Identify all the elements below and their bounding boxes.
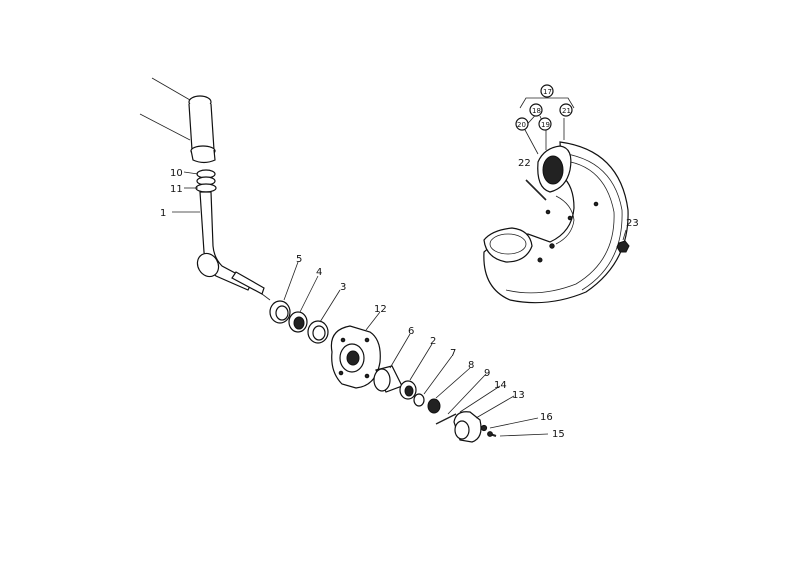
callout-18-circle	[529, 103, 543, 117]
callout-13: 13	[512, 390, 525, 401]
brake-backing-plate	[483, 92, 630, 304]
callout-7: 7	[450, 348, 456, 359]
callout-8: 8	[468, 360, 474, 371]
callout-16: 16	[540, 412, 553, 423]
callout-labels: 1 10 11 5 4 3 12 6 2 7 8 9 14 13 16 15 2…	[160, 84, 639, 440]
callout-19-circle	[538, 117, 552, 131]
callout-2: 2	[430, 336, 436, 347]
callout-12: 12	[374, 304, 387, 315]
callout-17-circle	[540, 84, 554, 98]
callout-21-circle	[559, 103, 573, 117]
callout-1: 1	[160, 208, 166, 219]
callout-20-circle	[515, 117, 529, 131]
callout-20: 20	[517, 121, 526, 129]
kingpin-assembly	[139, 77, 271, 301]
callout-11: 11	[170, 184, 183, 195]
callout-6: 6	[408, 326, 414, 337]
callout-3: 3	[340, 282, 346, 293]
callout-14: 14	[494, 380, 507, 391]
callout-9: 9	[484, 368, 490, 379]
callout-10: 10	[170, 168, 183, 179]
callout-18: 18	[532, 107, 541, 115]
callout-5: 5	[296, 254, 302, 265]
callout-4: 4	[316, 267, 322, 278]
callout-21: 21	[562, 107, 571, 115]
callout-23: 23	[626, 218, 639, 229]
callout-17: 17	[543, 88, 552, 96]
leader-lines	[172, 171, 627, 437]
callout-19: 19	[541, 121, 550, 129]
hub-components	[269, 300, 497, 443]
callout-15: 15	[552, 429, 565, 440]
callout-22: 22	[518, 158, 531, 169]
